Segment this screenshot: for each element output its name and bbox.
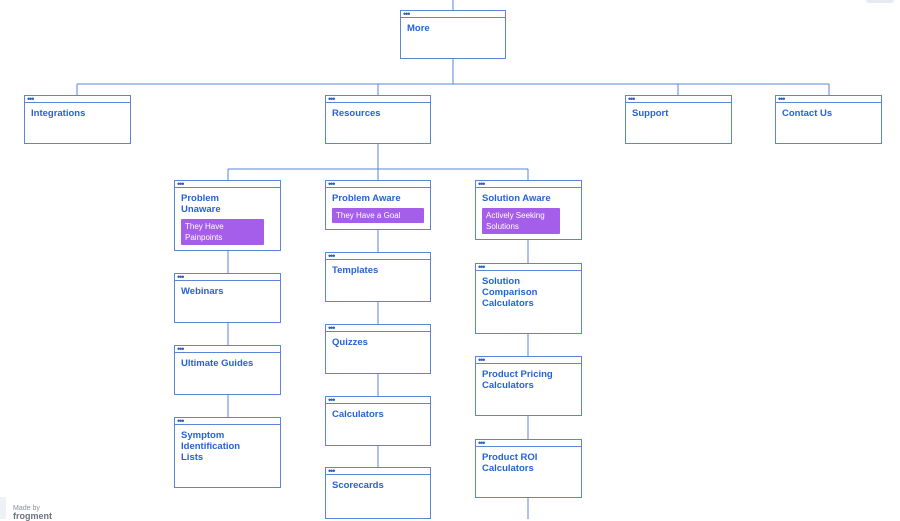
audience-tag: They Have a Goal bbox=[332, 208, 424, 223]
node-title: Calculators bbox=[332, 409, 384, 420]
node-webinars[interactable]: ••• Webinars bbox=[174, 273, 281, 323]
node-title: Problem Unaware bbox=[181, 193, 221, 215]
window-bar: ••• bbox=[25, 94, 130, 104]
dots-icon: ••• bbox=[478, 262, 486, 272]
node-solution-aware[interactable]: ••• Solution Aware Actively Seeking Solu… bbox=[475, 180, 582, 240]
node-title: Templates bbox=[332, 265, 379, 276]
node-more[interactable]: ••• More bbox=[400, 10, 506, 59]
window-bar: ••• bbox=[175, 416, 280, 426]
node-contact-us[interactable]: ••• Contact Us bbox=[775, 95, 882, 144]
node-title: Integrations bbox=[31, 108, 86, 119]
brand-logo-text: frogment bbox=[13, 511, 52, 521]
node-title: Product ROI Calculators bbox=[482, 452, 538, 474]
window-bar: ••• bbox=[476, 438, 581, 448]
top-right-chip bbox=[866, 0, 894, 3]
node-title: Ultimate Guides bbox=[181, 358, 254, 369]
dots-icon: ••• bbox=[177, 416, 185, 426]
node-title: Problem Aware bbox=[332, 193, 401, 204]
dots-icon: ••• bbox=[328, 323, 336, 333]
node-title: Product Pricing Calculators bbox=[482, 369, 553, 391]
node-title: Solution Comparison Calculators bbox=[482, 276, 538, 309]
node-problem-aware[interactable]: ••• Problem Aware They Have a Goal bbox=[325, 180, 431, 230]
node-quizzes[interactable]: ••• Quizzes bbox=[325, 324, 431, 374]
dots-icon: ••• bbox=[478, 355, 486, 365]
node-title: Quizzes bbox=[332, 337, 368, 348]
dots-icon: ••• bbox=[478, 438, 486, 448]
dots-icon: ••• bbox=[328, 251, 336, 261]
window-bar: ••• bbox=[175, 344, 280, 354]
window-bar: ••• bbox=[476, 179, 581, 189]
window-bar: ••• bbox=[326, 179, 430, 189]
dots-icon: ••• bbox=[177, 344, 185, 354]
window-bar: ••• bbox=[175, 179, 280, 189]
node-ultimate-guides[interactable]: ••• Ultimate Guides bbox=[174, 345, 281, 395]
node-calculators[interactable]: ••• Calculators bbox=[325, 396, 431, 446]
node-integrations[interactable]: ••• Integrations bbox=[24, 95, 131, 144]
node-title: Resources bbox=[332, 108, 381, 119]
window-bar: ••• bbox=[476, 262, 581, 272]
made-by-label: Made by bbox=[13, 505, 40, 512]
window-bar: ••• bbox=[626, 94, 731, 104]
dots-icon: ••• bbox=[328, 466, 336, 476]
node-resources[interactable]: ••• Resources bbox=[325, 95, 431, 144]
window-bar: ••• bbox=[401, 9, 505, 19]
dots-icon: ••• bbox=[328, 94, 336, 104]
window-bar: ••• bbox=[326, 323, 430, 333]
left-edge-chip bbox=[0, 497, 6, 519]
node-product-roi-calculators[interactable]: ••• Product ROI Calculators bbox=[475, 439, 582, 498]
dots-icon: ••• bbox=[628, 94, 636, 104]
audience-tag: They Have Painpoints bbox=[181, 219, 264, 245]
node-title: Symptom Identification Lists bbox=[181, 430, 241, 463]
dots-icon: ••• bbox=[328, 395, 336, 405]
node-product-pricing-calculators[interactable]: ••• Product Pricing Calculators bbox=[475, 356, 582, 416]
dots-icon: ••• bbox=[27, 94, 35, 104]
node-title: Solution Aware bbox=[482, 193, 551, 204]
dots-icon: ••• bbox=[328, 179, 336, 189]
window-bar: ••• bbox=[476, 355, 581, 365]
dots-icon: ••• bbox=[478, 179, 486, 189]
window-bar: ••• bbox=[326, 251, 430, 261]
dots-icon: ••• bbox=[177, 179, 185, 189]
window-bar: ••• bbox=[175, 272, 280, 282]
node-support[interactable]: ••• Support bbox=[625, 95, 732, 144]
node-symptom-identification-lists[interactable]: ••• Symptom Identification Lists bbox=[174, 417, 281, 488]
node-title: Support bbox=[632, 108, 669, 119]
made-by-badge[interactable]: Made by frogment bbox=[13, 505, 52, 521]
node-templates[interactable]: ••• Templates bbox=[325, 252, 431, 302]
node-title: Contact Us bbox=[782, 108, 833, 119]
audience-tag: Actively Seeking Solutions bbox=[482, 208, 560, 234]
window-bar: ••• bbox=[326, 466, 430, 476]
dots-icon: ••• bbox=[778, 94, 786, 104]
node-title: Scorecards bbox=[332, 480, 384, 491]
window-bar: ••• bbox=[776, 94, 881, 104]
node-title: Webinars bbox=[181, 286, 224, 297]
node-title: More bbox=[407, 23, 430, 34]
window-bar: ••• bbox=[326, 94, 430, 104]
dots-icon: ••• bbox=[403, 9, 411, 19]
dots-icon: ••• bbox=[177, 272, 185, 282]
node-scorecards[interactable]: ••• Scorecards bbox=[325, 467, 431, 519]
window-bar: ••• bbox=[326, 395, 430, 405]
node-problem-unaware[interactable]: ••• Problem Unaware They Have Painpoints bbox=[174, 180, 281, 251]
node-solution-comparison-calculators[interactable]: ••• Solution Comparison Calculators bbox=[475, 263, 582, 334]
